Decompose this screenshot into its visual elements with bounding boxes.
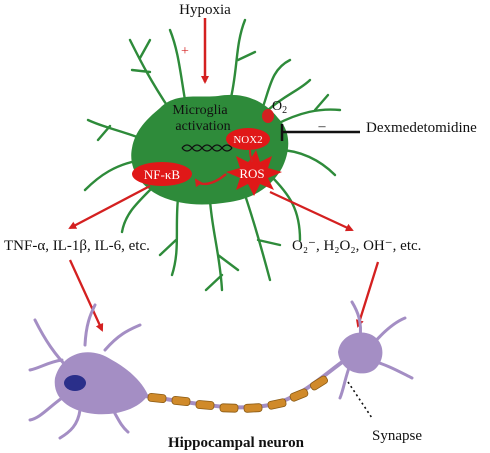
synapse-label: Synapse (372, 428, 422, 444)
cytokines-to-neuron-arrow (68, 259, 104, 332)
o2-molecule-icon (262, 109, 274, 123)
ros-species-label: O₂⁻, H₂O₂, OH⁻, etc. (292, 238, 421, 254)
o2-label: O2 (272, 99, 287, 116)
neuron-nucleus (64, 375, 86, 391)
ros-label: ROS (239, 166, 264, 181)
neuron-soma-left (54, 352, 148, 415)
ros-to-species-arrow (269, 190, 354, 232)
minus-sign: – (318, 119, 327, 134)
dna-icon (181, 144, 233, 152)
cytokines-label: TNF-α, IL-1β, IL-6, etc. (4, 238, 150, 254)
hypoxia-label: Hypoxia (179, 2, 231, 18)
nox2-label: NOX2 (233, 134, 262, 146)
myelin-sheaths (147, 375, 329, 413)
synapse-pointer (347, 381, 373, 419)
ros-burst-icon (226, 150, 282, 196)
nfkb-to-cytokines-arrow (68, 184, 151, 230)
dexmedetomidine-label: Dexmedetomidine (366, 120, 477, 136)
microglia-label-1: Microglia (172, 103, 228, 118)
species-to-synapse-arrow (355, 261, 380, 328)
nfkb-label: NF-κB (144, 167, 180, 182)
neuron-terminal-right (338, 332, 383, 374)
neuron-label: Hippocampal neuron (168, 435, 305, 451)
microglia-label-2: activation (175, 119, 230, 134)
nox2-enzyme (226, 128, 270, 150)
plus-sign: + (181, 44, 189, 59)
ros-to-nfkb-arrow (194, 173, 227, 188)
nfkb-factor (132, 162, 192, 186)
